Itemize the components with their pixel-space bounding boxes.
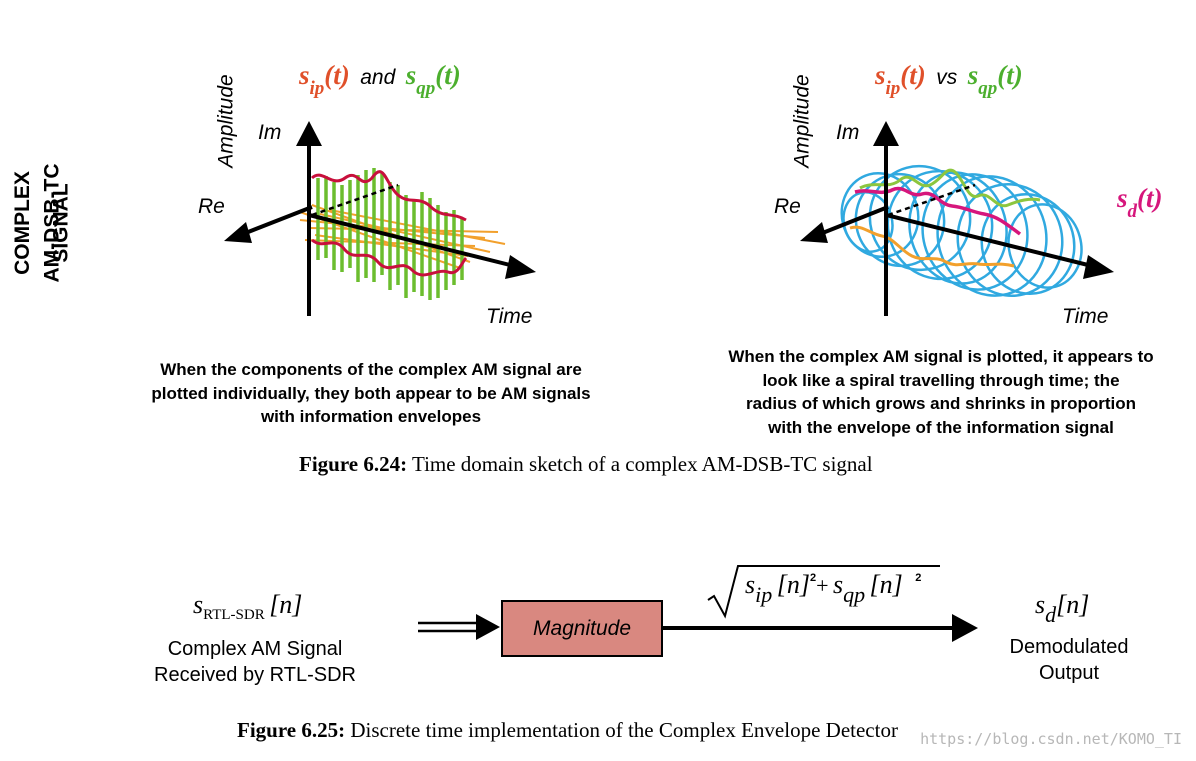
input-signal-symbol: sRTL-SDR [n] [193, 590, 303, 623]
right-time-arrowhead [1083, 255, 1114, 279]
right-sd-curve [854, 186, 1022, 236]
right-title-s1: s [875, 60, 886, 90]
formula-sub2: qp [843, 582, 866, 607]
formula-plus: + [816, 573, 829, 598]
magnitude-block-label: Magnitude [532, 616, 632, 640]
formula-n1: [n] [776, 570, 810, 599]
input-s: s [193, 590, 204, 619]
left-re-arrowhead [224, 222, 252, 243]
right-plot-graphic [800, 121, 1114, 316]
output-n: [n] [1056, 590, 1090, 619]
right-title-sub1: ip [885, 78, 901, 99]
right-plot-title: sip(t) vs sqp(t) [875, 60, 1023, 99]
formula-n2: [n] [869, 570, 903, 599]
left-amplitude-label: Amplitude [214, 74, 238, 168]
left-title-t1: (t) [324, 60, 350, 90]
sd-sub: d [1127, 201, 1138, 222]
right-title-t1: (t) [900, 60, 926, 90]
right-title-sub2: qp [978, 78, 998, 99]
formula-sub1: ip [755, 582, 773, 607]
right-amplitude-label: Amplitude [790, 74, 814, 168]
left-desc-line3: with information envelopes [260, 407, 482, 426]
output-arrowhead [952, 614, 978, 642]
left-desc-line2: plotted individually, they both appear t… [151, 383, 591, 403]
right-dashed-line [887, 183, 976, 217]
sqrt-sign [707, 565, 940, 619]
left-title-s2: s [405, 60, 417, 90]
figure-6-25-text: Discrete time implementation of the Comp… [345, 718, 898, 742]
output-sub: d [1045, 602, 1057, 627]
left-time-axis [308, 213, 511, 267]
figure-6-24-text: Time domain sketch of a complex AM-DSB-T… [407, 452, 873, 476]
sd-s: s [1117, 183, 1128, 213]
output-signal-symbol: sd[n] [1035, 590, 1090, 627]
right-desc-line2: look like a spiral travelling through ti… [762, 370, 1120, 390]
right-title-t2: (t) [997, 60, 1023, 90]
figure-6-24-label: Figure 6.24: [299, 452, 408, 476]
left-desc-line1: When the components of the complex AM si… [160, 360, 582, 379]
right-desc-line3: radius of which grows and shrinks in pro… [745, 394, 1137, 413]
figure-6-25-caption: Figure 6.25: Discrete time implementatio… [237, 718, 898, 743]
left-re-axis [242, 205, 313, 236]
right-re-axis [819, 205, 889, 236]
input-sub: RTL-SDR [203, 607, 265, 623]
left-time-label: Time [486, 305, 533, 328]
left-dashed-line [311, 183, 399, 217]
left-re-label: Re [198, 195, 225, 218]
right-plot-description: When the complex AM signal is plotted, i… [686, 345, 1196, 439]
input-arrowhead [476, 614, 500, 640]
sd-t: (t) [1137, 183, 1163, 213]
right-re-label: Re [774, 195, 801, 218]
left-title-t2: (t) [435, 60, 461, 90]
output-s: s [1035, 590, 1046, 619]
left-title-sub1: ip [309, 78, 325, 99]
right-time-label: Time [1062, 305, 1109, 328]
left-title-joiner: and [360, 66, 396, 89]
right-im-arrowhead [873, 121, 899, 146]
left-time-arrowhead [505, 255, 536, 279]
left-plot-graphic [224, 121, 536, 316]
right-title-joiner: vs [936, 66, 958, 89]
right-time-axis [885, 213, 1089, 267]
input-description: Complex AM Signal Received by RTL-SDR [130, 636, 380, 688]
output-desc-line2: Output [1038, 662, 1100, 684]
formula-s2: s [832, 570, 844, 599]
output-desc-line1: Demodulated [1009, 636, 1129, 658]
left-title-s1: s [299, 60, 310, 90]
output-description: Demodulated Output [994, 634, 1144, 686]
block-diagram-graphic [418, 565, 978, 642]
magnitude-formula: sip [n]2+ sqp [n] 2 [745, 570, 922, 607]
right-desc-line1: When the complex AM signal is plotted, i… [728, 347, 1154, 366]
right-orange-curve [849, 225, 1015, 268]
left-plot-title: sip(t) and sqp(t) [299, 60, 461, 99]
right-sd-label: sd(t) [1117, 183, 1163, 222]
right-green-envelope [859, 168, 1041, 208]
right-title-s2: s [967, 60, 979, 90]
input-desc-line1: Complex AM Signal [167, 638, 343, 660]
left-im-label: Im [258, 121, 282, 144]
right-spiral [840, 164, 1083, 297]
watermark: https://blog.csdn.net/KOMO_TI [920, 730, 1182, 748]
left-plot-description: When the components of the complex AM si… [96, 358, 646, 429]
left-im-arrowhead [296, 121, 322, 146]
magnitude-block: Magnitude [501, 600, 663, 657]
right-desc-line4: with the envelope of the information sig… [768, 417, 1114, 437]
right-re-arrowhead [800, 222, 828, 243]
figure-6-24-caption: Figure 6.24: Time domain sketch of a com… [299, 452, 873, 477]
right-im-label: Im [836, 121, 860, 144]
figure-6-25-label: Figure 6.25: [237, 718, 346, 742]
input-n: [n] [269, 590, 303, 619]
left-lower-envelope [311, 238, 468, 277]
formula-sq1: 2 [809, 572, 817, 584]
input-desc-line2: Received by RTL-SDR [154, 664, 356, 686]
formula-s1: s [745, 570, 756, 599]
formula-sq2: 2 [915, 572, 922, 584]
left-upper-envelope [310, 170, 467, 222]
left-title-sub2: qp [416, 78, 436, 99]
